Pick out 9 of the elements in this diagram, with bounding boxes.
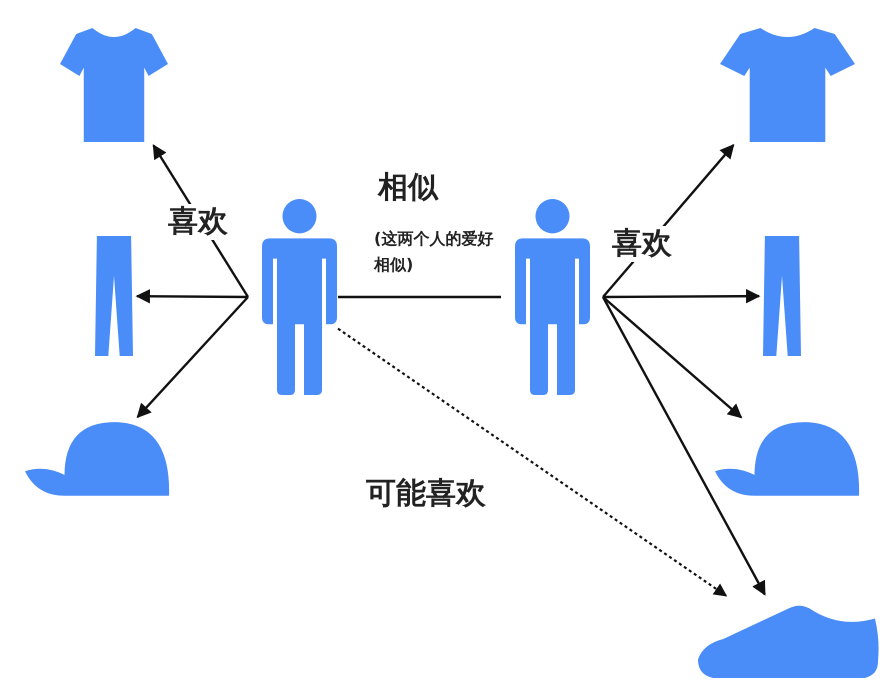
arrow: [602, 296, 742, 418]
connector-line: [338, 296, 501, 298]
edge-label: 喜欢: [610, 226, 674, 262]
arrow: [136, 289, 248, 304]
arrow: [603, 289, 760, 304]
arrow: [136, 296, 249, 418]
edge-label: 喜欢: [166, 204, 230, 240]
arrow: [602, 296, 766, 596]
arrow: [337, 328, 728, 597]
